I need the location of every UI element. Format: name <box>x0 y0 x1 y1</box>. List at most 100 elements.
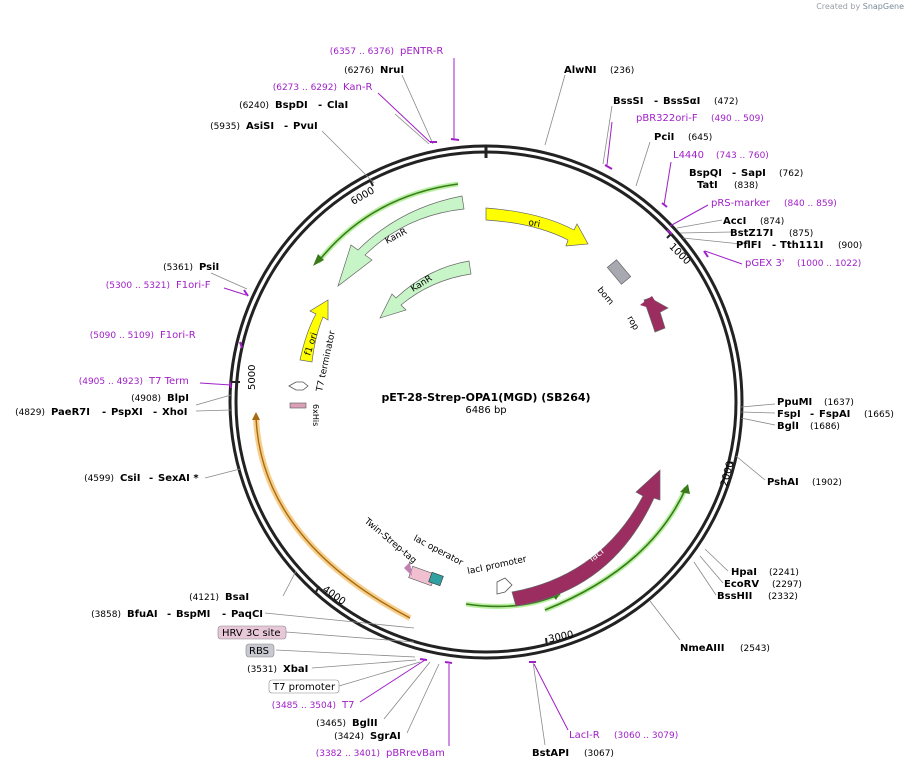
label-prs-marker[interactable]: pRS-marker (840 .. 859) <box>711 198 837 209</box>
label-bsai[interactable]: (4121) BsaI <box>189 592 249 603</box>
svg-text:(3382 .. 3401): (3382 .. 3401) <box>316 749 380 759</box>
label-ppumi[interactable]: PpuMI (1637) <box>777 397 854 408</box>
svg-text:L4440: L4440 <box>673 150 704 161</box>
label-bstz17i[interactable]: BstZ17I (875) <box>730 228 813 239</box>
label-bgli[interactable]: BglI (1686) <box>777 421 840 432</box>
svg-text:(645): (645) <box>688 133 712 143</box>
left-labels: (6357 .. 6376) pENTR-R (6276) NruI (6273… <box>15 46 443 620</box>
feature-laci-promoter[interactable]: lacI promoter <box>467 555 528 595</box>
label-t7-term[interactable]: (4905 .. 4923) T7 Term <box>79 376 189 387</box>
svg-text:rop: rop <box>624 315 640 333</box>
feature-orange-arc[interactable] <box>252 412 412 621</box>
label-bspdi-clai[interactable]: (6240) BspDI - ClaI <box>239 100 348 111</box>
svg-text:(6273 .. 6292): (6273 .. 6292) <box>273 83 337 93</box>
feature-kanr-glow[interactable] <box>313 181 459 266</box>
label-bstapi[interactable]: BstAPI (3067) <box>532 748 614 759</box>
svg-text:(6276): (6276) <box>344 66 374 76</box>
label-sgrai[interactable]: (3424) SgrAI <box>334 731 401 742</box>
label-f1ori-f[interactable]: (5300 .. 5321) F1ori-F <box>106 280 211 291</box>
label-hpai[interactable]: HpaI (2241) <box>731 567 799 578</box>
label-paer7i-pspxi-xhoi[interactable]: (4829) PaeR7I - PspXI - XhoI <box>15 407 187 418</box>
label-pshai[interactable]: PshAI (1902) <box>767 477 842 488</box>
svg-text:PaeR7I: PaeR7I <box>51 407 90 418</box>
label-pbr322ori-f[interactable]: pBR322ori-F (490 .. 509) <box>636 113 764 124</box>
svg-text:HRV 3C site: HRV 3C site <box>222 628 281 639</box>
plasmid-name: pET-28-Strep-OPA1(MGD) (SB264) <box>381 391 590 404</box>
svg-text:SexAI *: SexAI * <box>158 473 199 484</box>
label-t7-promoter[interactable]: T7 promoter <box>268 679 340 694</box>
svg-text:T7 promoter: T7 promoter <box>272 682 336 693</box>
label-bglii[interactable]: (3465) BglII <box>316 718 378 729</box>
label-nrui[interactable]: (6276) NruI <box>344 65 404 76</box>
svg-text:SapI: SapI <box>741 168 766 179</box>
label-bspqi-sapi[interactable]: BspQI - SapI (762) <box>689 168 803 179</box>
label-rbs[interactable]: RBS <box>245 643 275 658</box>
svg-text:T7: T7 <box>341 700 354 711</box>
label-laci-r[interactable]: LacI-R (3060 .. 3079) <box>569 730 678 741</box>
label-pbrrevbam[interactable]: (3382 .. 3401) pBRrevBam <box>316 748 445 759</box>
svg-text:XhoI: XhoI <box>162 407 187 418</box>
svg-text:FspI: FspI <box>777 409 801 420</box>
feature-kanr-inner[interactable]: KanR <box>379 260 472 319</box>
svg-text:5000: 5000 <box>247 365 258 390</box>
feature-laci[interactable]: lacI <box>511 469 661 607</box>
feature-rop[interactable]: rop <box>624 296 669 333</box>
label-hrv-3c-site[interactable]: HRV 3C site <box>217 625 287 640</box>
svg-text:BssSαI: BssSαI <box>663 96 700 107</box>
feature-ori[interactable]: ori <box>485 207 589 247</box>
feature-laci-glow-2[interactable] <box>544 484 690 613</box>
label-asisi-pvui[interactable]: (5935) AsiSI - PvuI <box>210 121 318 132</box>
svg-text:-: - <box>284 121 288 132</box>
label-fspi-fspai[interactable]: FspI - FspAI (1665) <box>777 409 894 420</box>
feature-lac-cluster[interactable]: Twin-Strep-tag lac operator <box>361 516 465 587</box>
svg-text:pBR322ori-F: pBR322ori-F <box>636 113 698 124</box>
label-csii-sexai[interactable]: (4599) CsiI - SexAI * <box>84 473 199 484</box>
svg-text:BstZ17I: BstZ17I <box>730 228 773 239</box>
label-pcii[interactable]: PciI (645) <box>654 132 712 143</box>
label-alwni[interactable]: AlwNI (236) <box>564 65 634 76</box>
svg-text:(1637): (1637) <box>824 398 854 408</box>
label-l4440[interactable]: L4440 (743 .. 760) <box>673 150 769 161</box>
feature-bom[interactable]: bom <box>595 259 632 308</box>
svg-text:-: - <box>167 609 171 620</box>
label-f1ori-r[interactable]: (5090 .. 5109) F1ori-R <box>90 330 196 341</box>
svg-text:(874): (874) <box>760 217 784 227</box>
svg-text:BssHII: BssHII <box>717 591 752 602</box>
label-bsshii[interactable]: BssHII (2332) <box>717 591 798 602</box>
svg-text:(1000 .. 1022): (1000 .. 1022) <box>797 259 861 269</box>
svg-text:(3067): (3067) <box>584 749 614 759</box>
right-labels: AlwNI (236) BssSI - BssSαI (472) pBR322o… <box>564 65 894 654</box>
svg-text:(762): (762) <box>779 169 803 179</box>
label-bsssi-bsssai[interactable]: BssSI - BssSαI (472) <box>613 96 738 107</box>
svg-text:AsiSI: AsiSI <box>246 121 274 132</box>
svg-text:(900): (900) <box>838 241 862 251</box>
label-nmeaiii[interactable]: NmeAIII (2543) <box>680 643 770 654</box>
label-acci[interactable]: AccI (874) <box>723 216 784 227</box>
svg-text:(5300 .. 5321): (5300 .. 5321) <box>106 281 170 291</box>
tick-2000: 2000 <box>719 460 736 487</box>
label-blpi[interactable]: (4908) BlpI <box>131 393 189 404</box>
svg-text:(472): (472) <box>714 97 738 107</box>
tick-3000: 3000 <box>545 629 575 647</box>
label-ecorv[interactable]: EcoRV (2297) <box>724 579 802 590</box>
svg-text:ClaI: ClaI <box>327 100 348 111</box>
label-pgex-3[interactable]: pGEX 3' (1000 .. 1022) <box>745 258 861 269</box>
label-psii[interactable]: (5361) PsiI <box>163 262 219 273</box>
svg-text:-: - <box>149 473 153 484</box>
feature-6xhis[interactable]: 6xHis <box>289 402 320 426</box>
svg-text:TatI: TatI <box>697 180 718 191</box>
svg-text:BspDI: BspDI <box>275 100 308 111</box>
svg-text:F1ori-R: F1ori-R <box>160 330 196 341</box>
svg-text:(5935): (5935) <box>210 122 240 132</box>
label-xbai[interactable]: (3531) XbaI <box>247 664 308 675</box>
svg-text:ori: ori <box>527 218 540 230</box>
label-kan-r[interactable]: (6273 .. 6292) Kan-R <box>273 82 373 93</box>
label-tati[interactable]: TatI (838) <box>697 180 758 191</box>
label-pentr-r[interactable]: (6357 .. 6376) pENTR-R <box>330 46 444 57</box>
label-bfuai-bspmi-paqci[interactable]: (3858) BfuAI - BspMI - PaqCI <box>91 609 263 620</box>
label-t7[interactable]: (3485 .. 3504) T7 <box>272 700 355 711</box>
svg-text:EcoRV: EcoRV <box>724 579 759 590</box>
label-pflfi-tth111i[interactable]: PflFI - Tth111I (900) <box>736 240 862 251</box>
bottom-labels: (3531) XbaI (3485 .. 3504) T7 (3465) Bgl… <box>247 664 678 759</box>
svg-text:(236): (236) <box>610 66 634 76</box>
